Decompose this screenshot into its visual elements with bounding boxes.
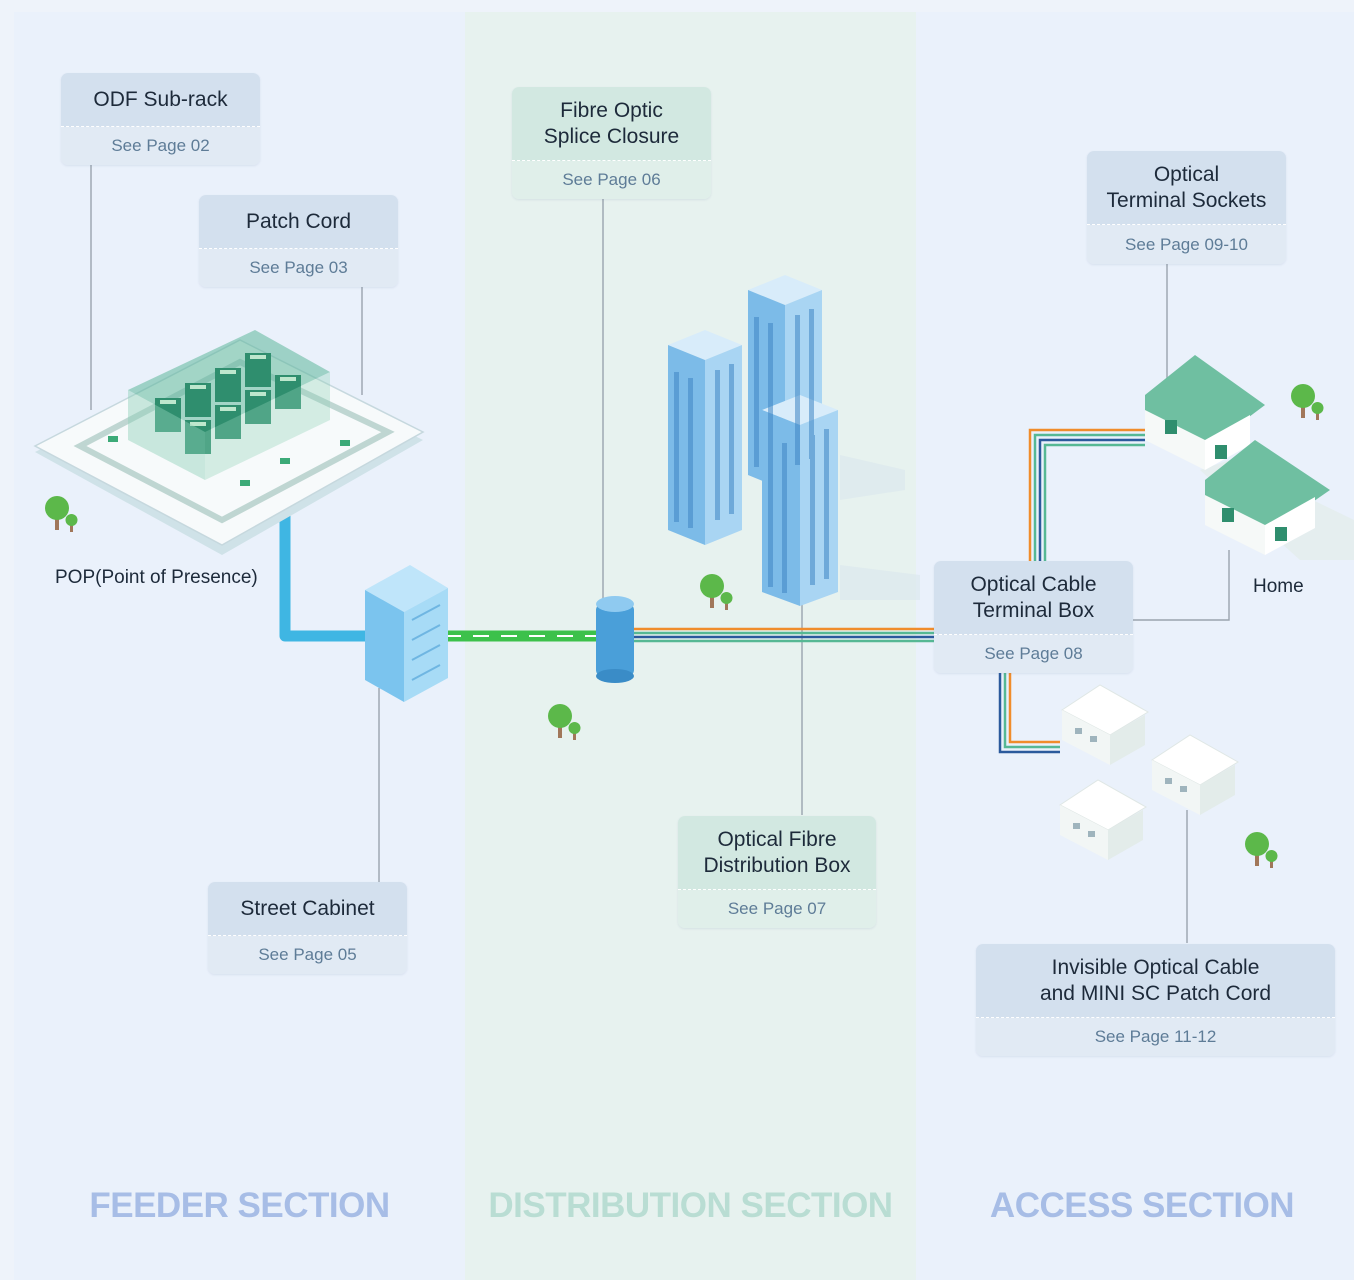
card-title: Invisible Optical Cable and MINI SC Patc… <box>976 944 1335 1018</box>
fiber-bundle-small-houses <box>998 672 1060 754</box>
splice-closure-illustration <box>596 596 634 683</box>
card-page-reference: See Page 05 <box>208 936 407 974</box>
optical-cable-terminal-box-card: Optical Cable Terminal Box See Page 08 <box>934 561 1133 673</box>
optical-fibre-distribution-box-card: Optical Fibre Distribution Box See Page … <box>678 816 876 928</box>
access-section-title: ACCESS SECTION <box>989 1186 1295 1225</box>
invisible-optical-cable-card: Invisible Optical Cable and MINI SC Patc… <box>976 944 1335 1056</box>
card-page-reference: See Page 02 <box>61 127 260 165</box>
pop-data-center <box>33 330 425 555</box>
high-rise-buildings <box>668 275 920 606</box>
street-cabinet-card: Street Cabinet See Page 05 <box>208 882 407 974</box>
card-title: Street Cabinet <box>208 882 407 936</box>
card-page-reference: See Page 09-10 <box>1087 225 1286 264</box>
card-page-reference: See Page 06 <box>512 161 711 199</box>
card-title: Patch Cord <box>199 195 398 249</box>
splice-closure-card: Fibre Optic Splice Closure See Page 06 <box>512 87 711 199</box>
card-title: ODF Sub-rack <box>61 73 260 127</box>
patch-cord-card: Patch Cord See Page 03 <box>199 195 398 287</box>
card-page-reference: See Page 07 <box>678 890 876 928</box>
home-label: Home <box>1253 576 1304 597</box>
card-page-reference: See Page 11-12 <box>976 1018 1335 1056</box>
fiber-bundle-main <box>630 627 935 643</box>
card-title: Fibre Optic Splice Closure <box>512 87 711 161</box>
pop-label: POP(Point of Presence) <box>55 567 258 588</box>
optical-terminal-sockets-card: Optical Terminal Sockets See Page 09-10 <box>1087 151 1286 264</box>
leader-line-terminal-box <box>1132 550 1230 621</box>
card-title: Optical Cable Terminal Box <box>934 561 1133 635</box>
small-houses <box>1059 684 1239 860</box>
tree-decorations <box>45 384 1324 868</box>
card-title: Optical Fibre Distribution Box <box>678 816 876 890</box>
card-title: Optical Terminal Sockets <box>1087 151 1286 225</box>
feeder-section-title: FEEDER SECTION <box>89 1186 390 1225</box>
detached-homes <box>1145 355 1354 560</box>
street-cabinet-illustration <box>365 565 448 702</box>
distribution-section-background <box>465 12 916 1280</box>
odf-sub-rack-card: ODF Sub-rack See Page 02 <box>61 73 260 165</box>
fiber-bundle-homes <box>1028 428 1145 562</box>
card-page-reference: See Page 03 <box>199 249 398 287</box>
card-page-reference: See Page 08 <box>934 635 1133 673</box>
feeder-cable <box>279 515 375 642</box>
distribution-section-title: DISTRIBUTION SECTION <box>488 1186 893 1225</box>
